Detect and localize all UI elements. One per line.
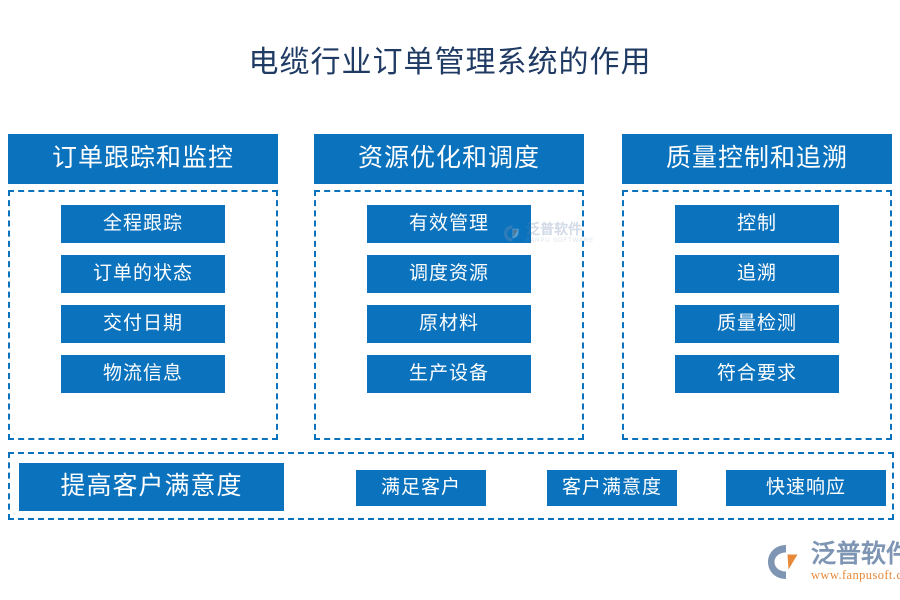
category-column-3: 质量控制和追溯 控制 追溯 质量检测 符合要求	[622, 134, 892, 440]
item-box: 原材料	[367, 305, 531, 343]
bottom-main-box: 提高客户满意度	[19, 463, 284, 511]
item-box: 物流信息	[61, 355, 225, 393]
brand-name: 泛普软件	[811, 540, 900, 568]
brand-logo: 泛普软件 www.fanpusoft.com	[766, 541, 900, 582]
item-box: 全程跟踪	[61, 205, 225, 243]
category-column-2: 资源优化和调度 有效管理 调度资源 原材料 生产设备	[314, 134, 584, 440]
category-column-1: 订单跟踪和监控 全程跟踪 订单的状态 交付日期 物流信息	[8, 134, 278, 440]
brand-url: www.fanpusoft.com	[811, 568, 900, 582]
item-box: 调度资源	[367, 255, 531, 293]
bottom-container	[8, 452, 894, 520]
fanpu-logo-icon	[766, 543, 806, 581]
column-header-1: 订单跟踪和监控	[8, 134, 278, 184]
item-box: 质量检测	[675, 305, 839, 343]
bottom-item-box: 客户满意度	[547, 470, 677, 506]
item-box: 有效管理	[367, 205, 531, 243]
column-header-3: 质量控制和追溯	[622, 134, 892, 184]
bottom-item-box: 满足客户	[356, 470, 486, 506]
item-box: 交付日期	[61, 305, 225, 343]
page-title: 电缆行业订单管理系统的作用	[248, 46, 652, 79]
column-body-1: 全程跟踪 订单的状态 交付日期 物流信息	[8, 190, 278, 440]
bottom-item-box: 快速响应	[726, 470, 886, 506]
item-box: 控制	[675, 205, 839, 243]
item-box: 订单的状态	[61, 255, 225, 293]
item-box: 追溯	[675, 255, 839, 293]
column-body-3: 控制 追溯 质量检测 符合要求	[622, 190, 892, 440]
item-box: 生产设备	[367, 355, 531, 393]
brand-text: 泛普软件 www.fanpusoft.com	[811, 540, 900, 583]
column-header-2: 资源优化和调度	[314, 134, 584, 184]
item-box: 符合要求	[675, 355, 839, 393]
column-body-2: 有效管理 调度资源 原材料 生产设备	[314, 190, 584, 440]
